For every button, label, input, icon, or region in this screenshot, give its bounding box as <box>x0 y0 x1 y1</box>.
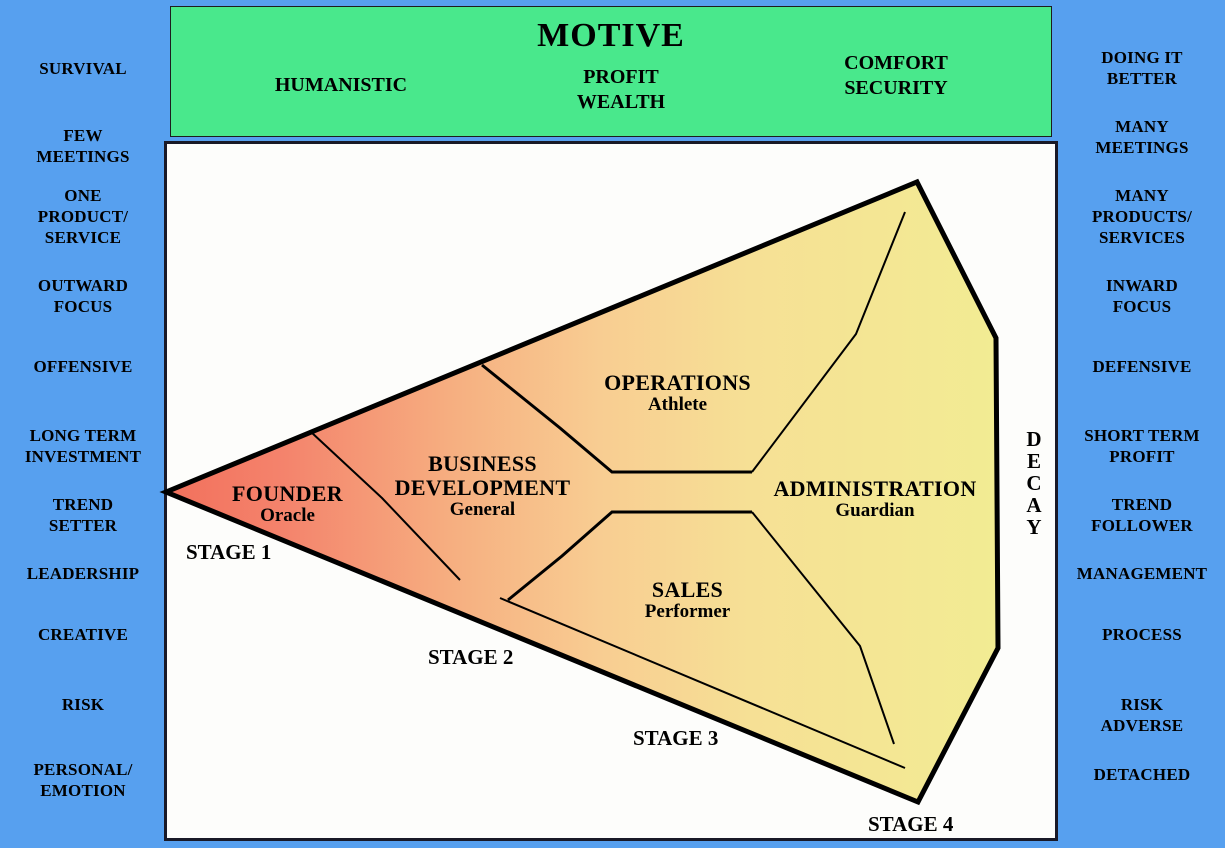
segment-label-sales: SALES Performer <box>595 578 780 622</box>
motive-item-humanistic: HUMANISTIC <box>274 74 408 96</box>
stage-label-4: STAGE 4 <box>868 812 954 836</box>
stage-label-1: STAGE 1 <box>186 540 272 564</box>
segment-label-founder: FOUNDER Oracle <box>190 482 385 526</box>
stage-label-2: STAGE 2 <box>428 645 514 669</box>
decay-label: D E C A Y <box>1022 428 1046 538</box>
segment-role-administration: ADMINISTRATION <box>773 476 977 501</box>
segment-archetype-business-development: General <box>449 498 516 520</box>
decay-letter-d: D <box>1026 427 1042 451</box>
decay-letter-c: C <box>1026 471 1042 495</box>
left-label-risk: RISK <box>61 695 105 714</box>
left-label-personal-emotion: PERSONAL/EMOTION <box>33 760 133 800</box>
segment-archetype-sales: Performer <box>644 600 731 622</box>
left-label-creative: CREATIVE <box>37 625 129 644</box>
left-label-offensive: OFFENSIVE <box>33 357 133 376</box>
right-label-detached: DETACHED <box>1093 765 1191 784</box>
right-label-management: MANAGEMENT <box>1076 564 1208 583</box>
decay-letter-y: Y <box>1026 515 1042 539</box>
segment-label-administration: ADMINISTRATION Guardian <box>760 477 990 521</box>
decay-letter-e: E <box>1026 449 1041 473</box>
decay-letter-a: A <box>1026 493 1042 517</box>
motive-title: MOTIVE <box>537 17 685 54</box>
segment-role-founder: FOUNDER <box>232 481 343 506</box>
segment-archetype-founder: Oracle <box>260 504 315 526</box>
right-label-defensive: DEFENSIVE <box>1092 357 1192 376</box>
left-label-survival: SURVIVAL <box>39 59 127 78</box>
segment-label-operations: OPERATIONS Athlete <box>585 371 770 415</box>
right-label-process: PROCESS <box>1102 625 1182 644</box>
segment-archetype-administration: Guardian <box>835 499 915 521</box>
segment-archetype-operations: Athlete <box>647 393 708 415</box>
segment-role-sales: SALES <box>651 577 724 602</box>
stage-label-3: STAGE 3 <box>633 726 719 750</box>
left-label-leadership: LEADERSHIP <box>26 564 140 583</box>
segment-role-operations: OPERATIONS <box>604 370 751 395</box>
